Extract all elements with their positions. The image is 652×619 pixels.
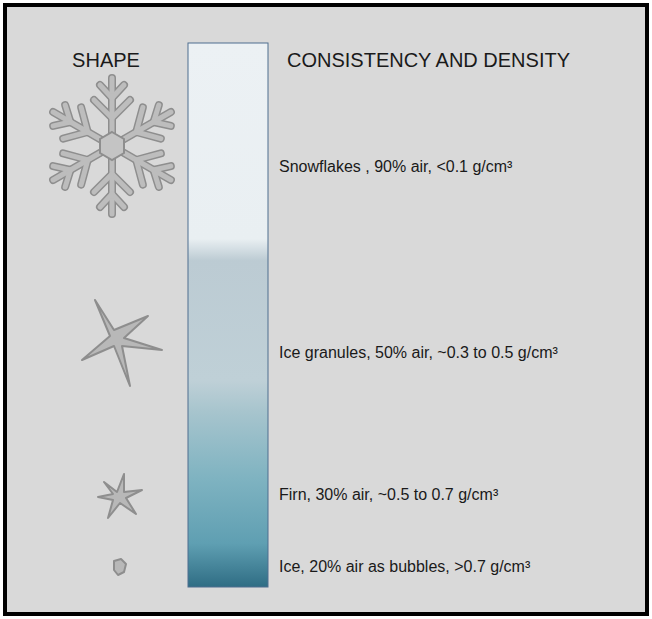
stage-description: Ice granules, 50% air, ~0.3 to 0.5 g/cm³ [279, 343, 558, 362]
stage-description: Ice, 20% air as bubbles, >0.7 g/cm³ [279, 557, 530, 576]
stage-description: Firn, 30% air, ~0.5 to 0.7 g/cm³ [279, 485, 498, 504]
column-heading: SHAPE [72, 48, 140, 72]
snowflake-shape [44, 78, 180, 214]
ice-shape [114, 559, 126, 575]
frame [5, 5, 647, 614]
firn-shape [98, 474, 142, 518]
stage-description: Snowflakes , 90% air, <0.1 g/cm³ [279, 157, 512, 176]
granule-shape [82, 300, 162, 386]
column-heading: CONSISTENCY AND DENSITY [287, 48, 570, 72]
density-column [188, 43, 268, 587]
